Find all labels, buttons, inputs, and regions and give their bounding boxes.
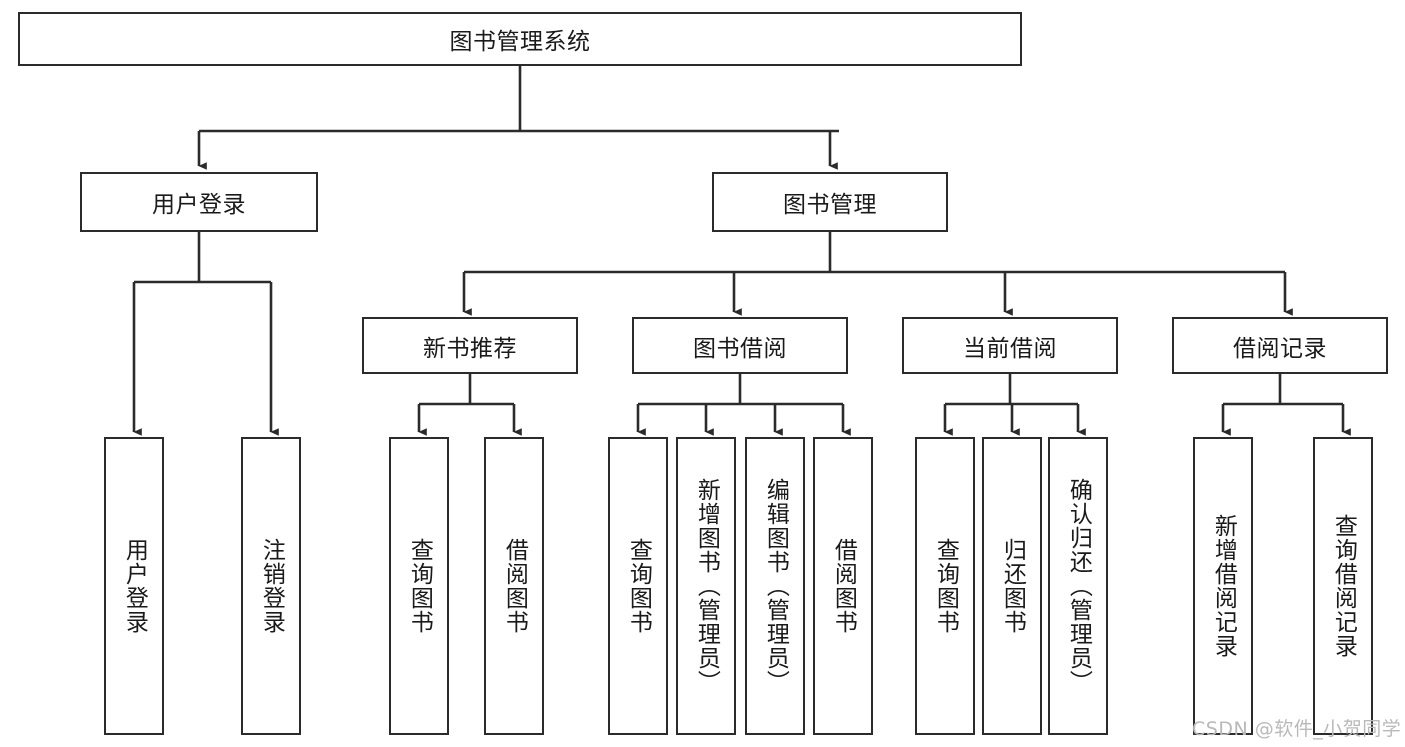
watermark-text: CSDN @软件_小贺同学 bbox=[1192, 718, 1402, 740]
node-current-borrow-label: 当前借阅 bbox=[963, 335, 1057, 362]
leaf-current-borrow-query[interactable]: 查询图书 bbox=[915, 437, 975, 735]
leaf-borrow-record-query[interactable]: 查询借阅记录 bbox=[1313, 437, 1373, 735]
leaf-label: 归还图书 bbox=[999, 538, 1026, 634]
leaf-label: 新增借阅记录 bbox=[1210, 514, 1237, 658]
node-book-borrow[interactable]: 图书借阅 bbox=[632, 317, 848, 374]
leaf-new-book-query[interactable]: 查询图书 bbox=[389, 437, 449, 735]
leaf-borrow-record-add[interactable]: 新增借阅记录 bbox=[1193, 437, 1253, 735]
leaf-label: 查询借阅记录 bbox=[1330, 514, 1357, 658]
leaf-current-borrow-confirm[interactable]: 确认归还（管理员） bbox=[1048, 437, 1108, 735]
leaf-label: 借阅图书 bbox=[830, 538, 857, 634]
node-book-manage-label: 图书管理 bbox=[783, 192, 877, 218]
node-user-login[interactable]: 用户登录 bbox=[80, 172, 318, 232]
leaf-label: 查询图书 bbox=[625, 538, 652, 634]
leaf-label: 查询图书 bbox=[406, 538, 433, 634]
node-book-manage[interactable]: 图书管理 bbox=[712, 172, 948, 232]
leaf-book-borrow-query[interactable]: 查询图书 bbox=[608, 437, 668, 735]
node-root[interactable]: 图书管理系统 bbox=[18, 12, 1022, 66]
leaf-label: 查询图书 bbox=[932, 538, 959, 634]
leaf-label: 用户登录 bbox=[121, 538, 148, 634]
node-borrow-record-label: 借阅记录 bbox=[1233, 335, 1327, 362]
leaf-label: 新增图书（管理员） bbox=[693, 478, 720, 694]
leaf-book-borrow-add[interactable]: 新增图书（管理员） bbox=[676, 437, 736, 735]
node-current-borrow[interactable]: 当前借阅 bbox=[902, 317, 1118, 374]
node-user-login-label: 用户登录 bbox=[152, 192, 246, 218]
leaf-label: 编辑图书（管理员） bbox=[762, 478, 789, 694]
node-root-label: 图书管理系统 bbox=[449, 29, 591, 55]
leaf-label: 确认归还（管理员） bbox=[1065, 478, 1092, 694]
leaf-label: 借阅图书 bbox=[501, 538, 528, 634]
node-new-book-recommend-label: 新书推荐 bbox=[423, 335, 517, 362]
node-new-book-recommend[interactable]: 新书推荐 bbox=[362, 317, 578, 374]
leaf-user-login-login[interactable]: 用户登录 bbox=[104, 437, 164, 735]
leaf-book-borrow-edit[interactable]: 编辑图书（管理员） bbox=[745, 437, 805, 735]
leaf-new-book-borrow[interactable]: 借阅图书 bbox=[484, 437, 544, 735]
leaf-current-borrow-return[interactable]: 归还图书 bbox=[982, 437, 1042, 735]
node-borrow-record[interactable]: 借阅记录 bbox=[1172, 317, 1388, 374]
leaf-user-login-logout[interactable]: 注销登录 bbox=[241, 437, 301, 735]
leaf-label: 注销登录 bbox=[258, 538, 285, 634]
node-book-borrow-label: 图书借阅 bbox=[693, 335, 787, 362]
leaf-book-borrow-borrow[interactable]: 借阅图书 bbox=[813, 437, 873, 735]
